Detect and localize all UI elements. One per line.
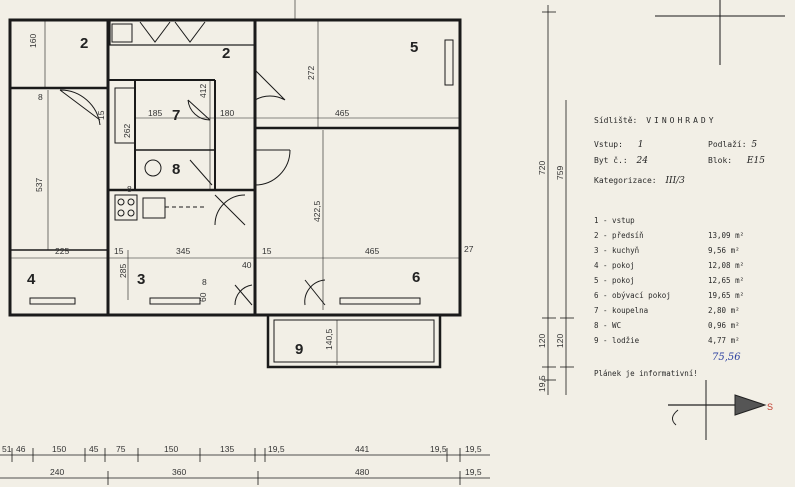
legend-label: 7 - koupelna bbox=[594, 306, 649, 315]
outer-wall bbox=[8, 18, 462, 317]
dimension-label: 45 bbox=[89, 444, 99, 454]
dimension-label: 8 bbox=[38, 92, 43, 102]
legend-area: 9,56 m² bbox=[708, 246, 740, 255]
block-row: Blok: E15 bbox=[708, 156, 765, 166]
room-number: 7 bbox=[172, 107, 180, 124]
block-label: Blok: bbox=[708, 156, 733, 165]
flat-value: 24 bbox=[636, 156, 648, 166]
room-number: 6 bbox=[412, 269, 420, 286]
dimension-label: 185 bbox=[148, 108, 162, 118]
category-row: Kategorizace: III/3 bbox=[594, 176, 685, 186]
estate-label: Sídliště: bbox=[594, 116, 638, 125]
disclaimer-note: Plánek je informativní! bbox=[594, 369, 698, 378]
legend-area: 4,77 m² bbox=[708, 336, 740, 345]
dimension-label: 51 bbox=[2, 444, 12, 454]
room-number: 8 bbox=[172, 161, 180, 178]
dimension-label: 285 bbox=[118, 264, 128, 278]
block-value: E15 bbox=[746, 156, 765, 166]
dimension-label: 8 bbox=[127, 184, 132, 194]
legend-label: 4 - pokoj bbox=[594, 261, 635, 270]
room-number: 2 bbox=[222, 45, 230, 62]
entrance-row: Vstup: 1 bbox=[594, 140, 643, 150]
dimension-label: 160 bbox=[28, 34, 38, 48]
dimension-label: 19,5 bbox=[430, 444, 447, 454]
dimension-label: 8 bbox=[202, 277, 207, 287]
dimension-label: 225 bbox=[55, 246, 69, 256]
category-value: III/3 bbox=[665, 176, 685, 186]
loggia bbox=[266, 313, 442, 369]
dimension-label: 345 bbox=[176, 246, 190, 256]
legend-label: 5 - pokoj bbox=[594, 276, 635, 285]
room-number: 3 bbox=[137, 271, 145, 288]
dimension-label: 19,5 bbox=[537, 375, 547, 392]
estate-row: Sídliště: VINOHRADY bbox=[594, 116, 717, 125]
dimension-label: 75 bbox=[116, 444, 126, 454]
dimension-label: 19,5 bbox=[268, 444, 285, 454]
room-number: 4 bbox=[27, 271, 36, 288]
legend-area: 12,08 m² bbox=[708, 261, 745, 270]
dimension-label: 465 bbox=[335, 108, 349, 118]
dimension-label: 40 bbox=[242, 260, 252, 270]
dimension-label: 150 bbox=[52, 444, 66, 454]
legend-area: 12,65 m² bbox=[708, 276, 745, 285]
dimension-label: 240 bbox=[50, 467, 64, 477]
dimension-label: 412 bbox=[198, 84, 208, 98]
compass-north-label: S bbox=[767, 402, 773, 412]
dimension-label: 19,5 bbox=[465, 467, 482, 477]
dimension-label: 120 bbox=[537, 334, 547, 348]
entrance-value: 1 bbox=[637, 140, 644, 150]
legend-area: 0,96 m² bbox=[708, 321, 740, 330]
dimension-label: 262 bbox=[122, 124, 132, 138]
dimension-label: 537 bbox=[34, 178, 44, 192]
dimension-label: 15 bbox=[114, 246, 124, 256]
dimension-label: 15 bbox=[96, 110, 106, 120]
dimension-label: 759 bbox=[555, 166, 565, 180]
entrance-label: Vstup: bbox=[594, 140, 623, 149]
legend-label: 3 - kuchyň bbox=[594, 246, 640, 255]
legend-area: 13,09 m² bbox=[708, 231, 745, 240]
floor-row: Podlaží: 5 bbox=[708, 140, 757, 150]
dimension-label: 46 bbox=[16, 444, 26, 454]
legend-label: 2 - předsíň bbox=[594, 231, 644, 240]
flat-label: Byt č.: bbox=[594, 156, 628, 165]
estate-value: VINOHRADY bbox=[646, 116, 717, 125]
total-area: 75,56 bbox=[712, 352, 741, 363]
dimension-label: 27 bbox=[464, 244, 474, 254]
floor-value: 5 bbox=[751, 140, 758, 150]
dimension-label: 15 bbox=[262, 246, 272, 256]
legend-area: 2,80 m² bbox=[708, 306, 740, 315]
legend-label: 8 - WC bbox=[594, 321, 622, 330]
dimension-label: 720 bbox=[537, 161, 547, 175]
dimension-label: 480 bbox=[355, 467, 369, 477]
dimension-label: 60 bbox=[198, 292, 208, 302]
dimension-label: 180 bbox=[220, 108, 234, 118]
room-number: 9 bbox=[295, 341, 303, 358]
room-number: 5 bbox=[410, 39, 418, 56]
legend-label: 6 - obývací pokoj bbox=[594, 291, 671, 300]
dimension-label: 120 bbox=[555, 334, 565, 348]
dimension-label: 135 bbox=[220, 444, 234, 454]
dimension-label: 19,5 bbox=[465, 444, 482, 454]
compass-icon bbox=[668, 380, 767, 440]
flat-row: Byt č.: 24 bbox=[594, 156, 648, 166]
legend-area: 19,65 m² bbox=[708, 291, 745, 300]
dimension-label: 465 bbox=[365, 246, 379, 256]
floor-label: Podlaží: bbox=[708, 140, 747, 149]
legend-label: 9 - lodžie bbox=[594, 336, 640, 345]
dimension-label: 272 bbox=[306, 66, 316, 80]
dimension-label: 140,5 bbox=[324, 328, 334, 350]
dimension-label: 150 bbox=[164, 444, 178, 454]
category-label: Kategorizace: bbox=[594, 176, 657, 185]
room-number: 2 bbox=[80, 35, 88, 52]
dimension-label: 422,5 bbox=[312, 200, 322, 222]
legend-label: 1 - vstup bbox=[594, 216, 635, 225]
dimension-label: 360 bbox=[172, 467, 186, 477]
dimension-label: 441 bbox=[355, 444, 369, 454]
